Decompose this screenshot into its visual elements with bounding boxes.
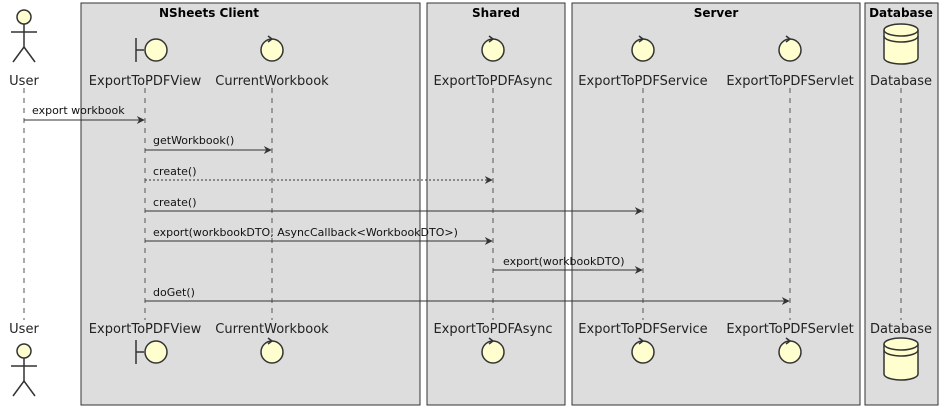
participant-label-export-to-pdf-service-bottom: ExportToPDFService <box>578 322 707 337</box>
lifelines <box>23 88 902 320</box>
participant-label-export-to-pdf-async: ExportToPDFAsync <box>433 74 552 89</box>
control-icon-bottom-export-to-pdf-servlet <box>778 337 802 364</box>
control-icon-top-current-workbook <box>260 35 284 62</box>
control-icon-bottom-export-to-pdf-async <box>481 337 505 364</box>
box-title: Database <box>869 6 933 20</box>
message-export-workbook: export workbook <box>24 104 145 124</box>
participant-label-user: User <box>9 74 39 89</box>
participant-label-export-to-pdf-view: ExportToPDFView <box>89 74 202 89</box>
message-label: create() <box>153 196 197 209</box>
control-icon-top-export-to-pdf-servlet <box>778 35 802 62</box>
message-label: export(workbookDTO, AsyncCallback<Workbo… <box>153 226 458 239</box>
boundary-icon-bottom <box>135 340 168 364</box>
participant-label-export-to-pdf-servlet: ExportToPDFServlet <box>726 74 853 89</box>
box-nsheets-client: NSheets Client <box>80 2 421 406</box>
actor-icon-bottom <box>11 343 37 397</box>
control-icon-bottom-export-to-pdf-service <box>631 337 655 364</box>
boundary-icon-top <box>135 38 168 62</box>
message-label: export(workbookDTO) <box>503 255 625 268</box>
participant-label-database-bottom: Database <box>870 322 932 337</box>
message-label: getWorkbook() <box>153 134 234 147</box>
box-title: Shared <box>472 6 520 20</box>
participant-label-user-bottom: User <box>9 322 39 337</box>
participant-label-export-to-pdf-async-bottom: ExportToPDFAsync <box>433 322 552 337</box>
message-get-workbook: getWorkbook() <box>145 134 272 154</box>
participant-label-database: Database <box>870 74 932 89</box>
database-icon-top <box>883 23 919 65</box>
control-icon-top-export-to-pdf-service <box>631 35 655 62</box>
message-label: export workbook <box>32 104 125 117</box>
box-title: Server <box>694 6 739 20</box>
participant-label-export-to-pdf-servlet-bottom: ExportToPDFServlet <box>726 322 853 337</box>
message-export-async: export(workbookDTO, AsyncCallback<Workbo… <box>145 226 493 245</box>
message-create-service: create() <box>145 196 643 215</box>
message-label: doGet() <box>153 286 195 299</box>
participant-label-export-to-pdf-view-bottom: ExportToPDFView <box>89 322 202 337</box>
box-server: Server <box>571 2 861 406</box>
message-do-get: doGet() <box>145 286 790 305</box>
box-title: NSheets Client <box>159 6 259 20</box>
database-icon-bottom <box>883 337 919 381</box>
message-export-service: export(workbookDTO) <box>493 255 643 274</box>
participant-label-current-workbook: CurrentWorkbook <box>215 74 329 89</box>
box-shared: Shared <box>426 2 566 406</box>
participant-label-export-to-pdf-service: ExportToPDFService <box>578 74 707 89</box>
message-label: create() <box>153 165 197 178</box>
participant-label-current-workbook-bottom: CurrentWorkbook <box>215 322 329 337</box>
message-create-async: create() <box>145 165 493 184</box>
control-icon-top-export-to-pdf-async <box>481 35 505 62</box>
actor-icon-top <box>11 9 37 63</box>
control-icon-bottom-current-workbook <box>260 337 284 364</box>
